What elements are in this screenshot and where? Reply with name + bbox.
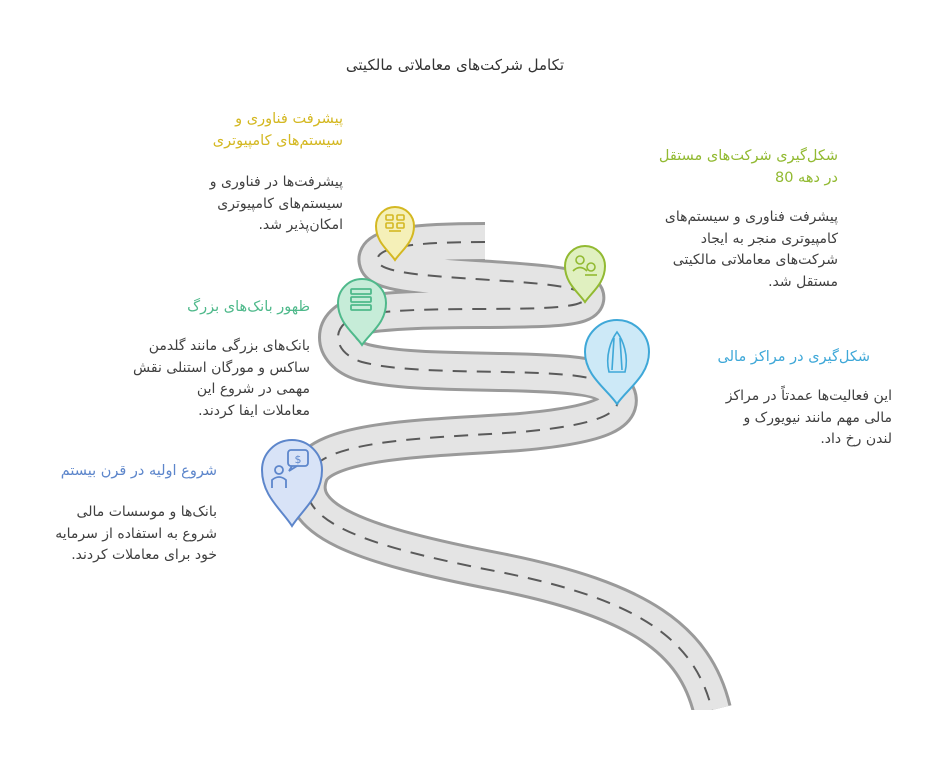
bank-building-icon bbox=[350, 288, 372, 311]
diagram-title: تکامل شرکت‌های معاملاتی مالکیتی bbox=[345, 56, 565, 74]
milestone-3-body: پیشرفت‌ها در فناوری و سیستم‌های کامپیوتر… bbox=[209, 174, 343, 233]
computer-network-icon bbox=[385, 214, 405, 232]
milestone-5-body: این فعالیت‌ها عمدتاً در مراکز مالی مهم م… bbox=[725, 388, 892, 447]
skyscraper-icon bbox=[606, 330, 628, 373]
pin-financial-centers bbox=[583, 319, 651, 406]
svg-text:$: $ bbox=[295, 453, 302, 466]
milestone-2-heading: ظهور بانک‌های بزرگ bbox=[187, 299, 310, 315]
person-money-chat-icon: $ bbox=[271, 449, 309, 488]
pin-technology-progress bbox=[374, 206, 416, 262]
pin-start-early-20th-century: $ bbox=[260, 439, 324, 528]
milestone-4-heading: شکل‌گیری شرکت‌های مستقل در دهه 80 bbox=[658, 148, 838, 186]
milestone-1-heading: شروع اولیه در قرن بیستم bbox=[60, 463, 217, 479]
milestone-3-heading: پیشرفت فناوری و سیستم‌های کامپیوتری bbox=[212, 111, 343, 149]
pin-independent-firms-80s bbox=[563, 245, 607, 304]
milestone-2-body: بانک‌های بزرگی مانند گلدمن ساکس و مورگان… bbox=[133, 338, 310, 419]
road-bottom-mask bbox=[560, 710, 780, 750]
road-centerline bbox=[305, 241, 713, 711]
pin-rise-of-big-banks bbox=[336, 278, 388, 347]
milestone-1-body: بانک‌ها و موسسات مالی شروع به استفاده از… bbox=[55, 504, 217, 563]
team-meeting-icon bbox=[572, 255, 597, 276]
milestone-4-body: پیشرفت فناوری و سیستم‌های کامپیوتری منجر… bbox=[664, 209, 838, 290]
milestone-5-heading: شکل‌گیری در مراکز مالی bbox=[717, 349, 870, 365]
